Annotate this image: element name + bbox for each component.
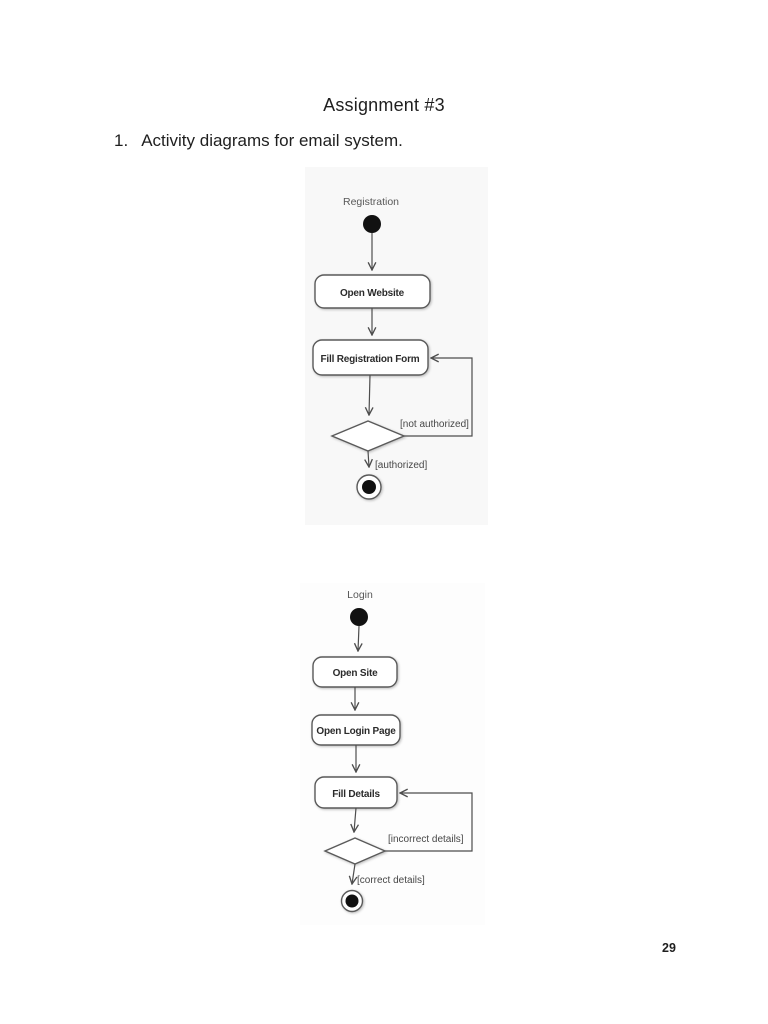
page-number: 29 [662, 941, 676, 955]
registration-activity-diagram: Registration Open Website Fill Registrat… [305, 167, 488, 525]
diagram-title: Login [347, 589, 373, 601]
flow-arrow [354, 807, 356, 832]
decision-diamond [330, 420, 406, 452]
decision-diamond [323, 837, 387, 865]
list-item-text: Activity diagrams for email system. [141, 131, 403, 150]
action-open-login-page-label: Open Login Page [316, 726, 396, 737]
guard-authorized: [authorized] [375, 460, 427, 471]
guard-incorrect-details: [incorrect details] [388, 834, 464, 845]
flow-arrow [352, 863, 355, 884]
flow-arrow [358, 625, 359, 651]
guard-correct-details: [correct details] [357, 875, 425, 886]
loop-back-arrow [404, 358, 473, 437]
list-item-number: 1. [114, 131, 129, 150]
login-activity-diagram: Login Open Site Open Login Page Fill Det… [300, 583, 485, 925]
action-fill-registration-form-label: Fill Registration Form [321, 354, 420, 365]
diagram-title: Registration [343, 196, 399, 208]
final-node-inner [345, 894, 359, 908]
guard-not-authorized: [not authorized] [400, 419, 469, 430]
page-title: Assignment #3 [323, 95, 445, 115]
flow-arrow [368, 450, 369, 467]
loop-back-arrow [385, 793, 473, 852]
final-node-inner [362, 480, 376, 494]
action-open-site-label: Open Site [333, 668, 379, 679]
start-node [350, 608, 368, 626]
action-open-website-label: Open Website [340, 288, 405, 299]
flow-arrow [369, 374, 370, 415]
action-fill-registration-form [312, 339, 429, 376]
list-item: 1. Activity diagrams for email system. [114, 131, 403, 151]
start-node [363, 215, 381, 233]
action-fill-details-label: Fill Details [332, 789, 380, 800]
